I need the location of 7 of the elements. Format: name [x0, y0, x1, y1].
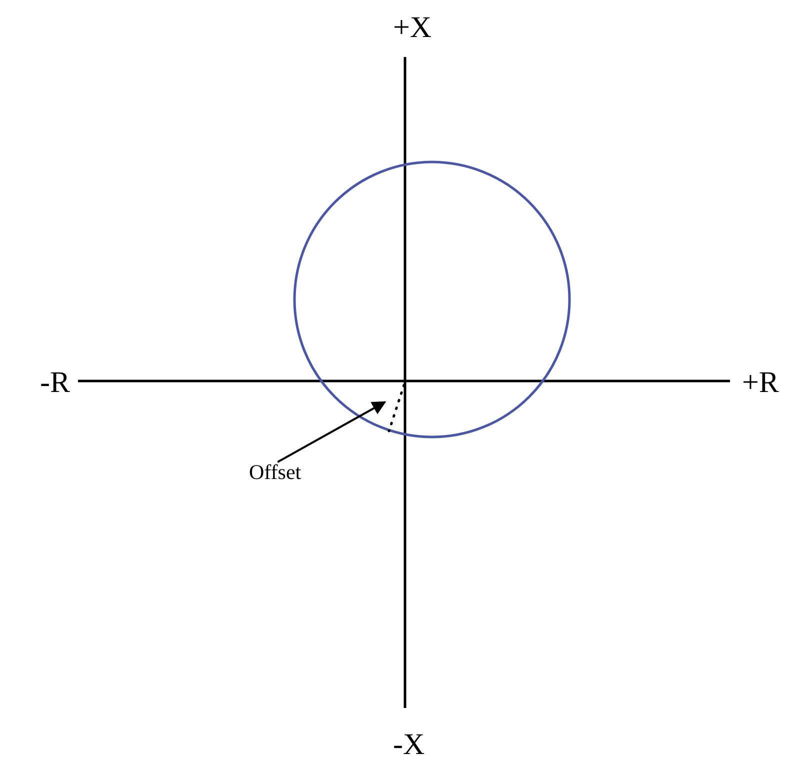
- axis-label: -R: [40, 368, 70, 398]
- axis-label: -X: [393, 730, 425, 760]
- axis-label: +R: [742, 368, 779, 398]
- axis-label: +X: [393, 13, 432, 43]
- dotted-offset-line: [388, 384, 406, 432]
- callout-text: Offset: [249, 462, 302, 483]
- leader-arrow: [277, 401, 386, 463]
